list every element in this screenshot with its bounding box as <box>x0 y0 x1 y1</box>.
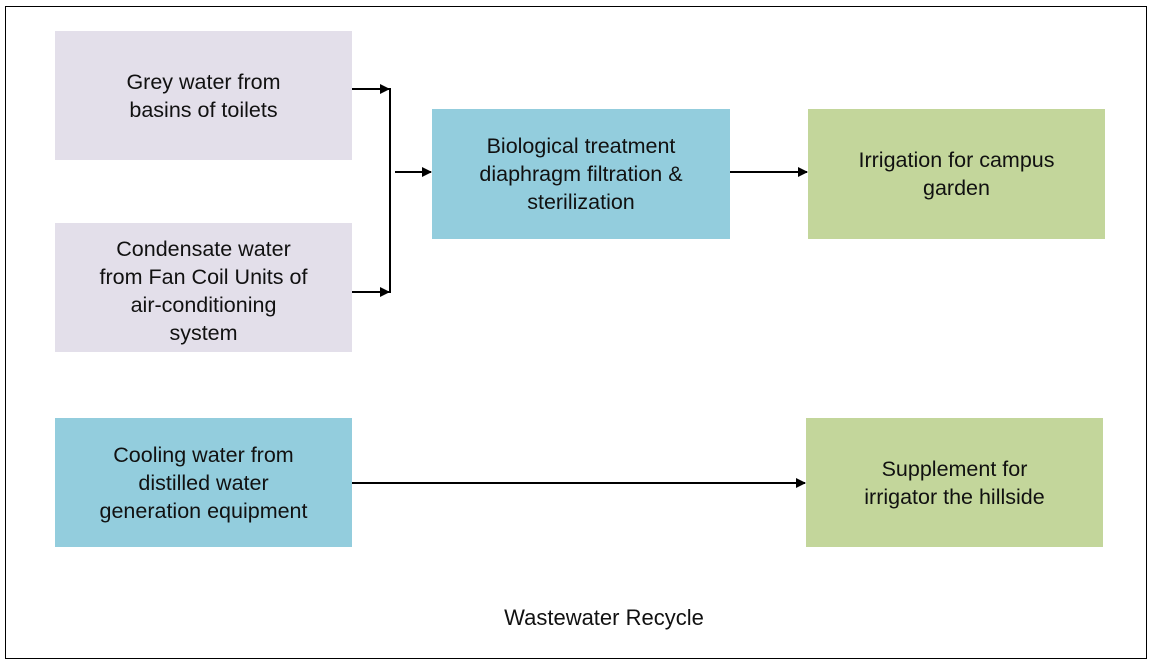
node-biological-treatment-label: Biological treatment diaphragm filtratio… <box>479 134 683 214</box>
node-campus-irrigation: Irrigation for campus garden <box>808 109 1105 239</box>
node-condensate-water-label: Condensate water from Fan Coil Units of … <box>99 237 308 345</box>
node-condensate-water: Condensate water from Fan Coil Units of … <box>55 223 352 352</box>
node-grey-water-label: Grey water from basins of toilets <box>126 69 281 122</box>
node-biological-treatment: Biological treatment diaphragm filtratio… <box>432 109 730 239</box>
node-cooling-water: Cooling water from distilled water gener… <box>55 418 352 547</box>
node-grey-water: Grey water from basins of toilets <box>55 31 352 160</box>
diagram-caption: Wastewater Recycle <box>504 605 704 630</box>
node-campus-irrigation-label: Irrigation for campus garden <box>858 148 1055 200</box>
diagram-frame <box>5 6 1147 659</box>
node-cooling-water-label: Cooling water from distilled water gener… <box>99 442 308 523</box>
node-hillside-supplement-label: Supplement for irrigator the hillside <box>864 456 1045 509</box>
node-hillside-supplement: Supplement for irrigator the hillside <box>806 418 1103 547</box>
